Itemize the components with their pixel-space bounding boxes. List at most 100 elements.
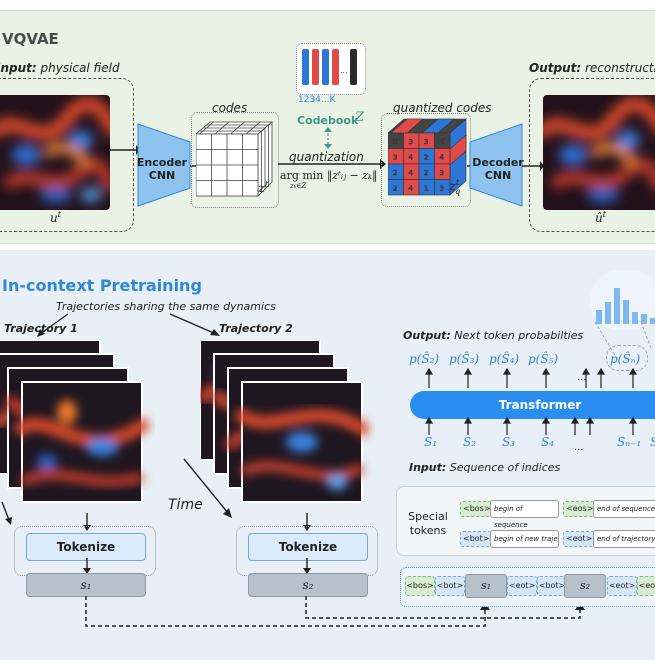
s1-box: s₁ xyxy=(26,573,146,597)
model-input-label: Input: Sequence of indices xyxy=(409,461,561,474)
histogram-callout xyxy=(594,321,652,363)
svg-text:...: ... xyxy=(340,66,348,75)
arrow-tokenize1-s1 xyxy=(83,558,91,574)
time-arrow xyxy=(183,458,232,518)
codebook-numbers: 1234...K xyxy=(298,95,336,105)
quantized-cell-label: 3 xyxy=(409,138,413,146)
quantized-cell-label: 3 xyxy=(440,169,444,177)
encoder-shape xyxy=(137,123,191,207)
seq-s1: s₁ xyxy=(465,574,507,598)
histogram-bar xyxy=(641,314,647,324)
input-s4: S₄ xyxy=(541,435,555,449)
codebook-vectors: ... xyxy=(302,49,357,85)
quantized-cell-label: 2 xyxy=(424,154,428,162)
argmin-expression: arg min ‖zᵗᵢⱼ − zₖ‖ xyxy=(280,169,378,182)
seq-eot-2: <eot> xyxy=(607,576,637,596)
input-field-label: Input: physical field xyxy=(0,61,120,75)
input-sn-1: Sₙ₋₁ xyxy=(617,435,642,449)
arrow-decoder-output xyxy=(522,161,544,171)
quantized-cell-label: 4 xyxy=(409,154,414,162)
input-s1: S₁ xyxy=(424,435,438,449)
input-s2: S₂ xyxy=(463,435,477,449)
prob-ellipsis: ... xyxy=(577,372,587,383)
trajectory2-stack xyxy=(195,339,375,515)
quantized-cell-label: 3 xyxy=(440,185,444,193)
output-field-image xyxy=(543,95,655,210)
token-eot: <eot> xyxy=(563,531,595,547)
trajectory1-label: Trajectory 1 xyxy=(4,322,78,335)
decoder-shape xyxy=(469,123,523,207)
histogram-bar xyxy=(623,300,629,324)
time-label: Time xyxy=(168,497,203,513)
seq-bos: <bos> xyxy=(405,576,435,596)
token-eos: <eos> xyxy=(563,501,595,517)
token-eos-desc: end of sequence xyxy=(593,500,655,518)
argmin-subscript: zₖ∈Z xyxy=(290,182,307,190)
input-dash-box xyxy=(0,78,134,232)
tokenize1-button: Tokenize xyxy=(26,533,146,561)
codebook-label: Codebook xyxy=(297,114,359,127)
shared-note-arrows xyxy=(37,313,220,337)
histogram-bar xyxy=(632,312,638,324)
histogram-bar xyxy=(614,288,620,324)
vqvae-title: VQVAE xyxy=(2,30,59,48)
quantized-cell-label: 1 xyxy=(424,185,428,193)
codes-symbol: zt xyxy=(258,180,269,197)
codebook-arrow xyxy=(324,127,332,149)
quantized-cell-label: 4 xyxy=(440,154,445,162)
quantized-cell-label: 2 xyxy=(393,185,397,193)
quantized-cell-label: 3 xyxy=(393,154,397,162)
encoder-label: Encoder CNN xyxy=(136,156,188,182)
seq-bot-2: <bot> xyxy=(537,576,567,596)
probability-histogram xyxy=(596,288,655,324)
special-tokens-title: Special tokens xyxy=(408,510,448,537)
output-label: Output: reconstructio xyxy=(529,61,655,75)
seq-bot-1: <bot> xyxy=(435,576,465,596)
model-output-label: Output: Next token probabilties xyxy=(403,329,584,342)
token-bot: <bot> xyxy=(460,531,492,547)
quantized-cube: K 3 3 K 3 4 2 4 2 4 2 3 2 4 1 3 xyxy=(388,118,467,196)
prob-s2: p(Ŝ₂) xyxy=(409,352,440,366)
codes-cube xyxy=(196,121,274,197)
codebook-symbol: Z xyxy=(355,110,365,125)
quantized-cell xyxy=(434,179,451,196)
token-bot-desc: begin of new trajectory xyxy=(490,530,559,548)
prob-s4: p(Ŝ₄) xyxy=(489,352,520,366)
output-dash-box xyxy=(529,78,655,232)
codes-label: codes xyxy=(212,101,248,115)
quantized-cell-label: K xyxy=(440,138,445,146)
histogram-bar xyxy=(605,302,611,324)
input-sn: S xyxy=(650,435,655,449)
quantized-label: quantized codes xyxy=(393,101,492,115)
prob-n-highlight xyxy=(606,345,648,371)
transformer-block: Transformer xyxy=(410,391,655,419)
seq-s2: s₂ xyxy=(564,574,606,598)
quantized-cell-label: 4 xyxy=(409,169,414,177)
input-s3: S₃ xyxy=(502,435,516,449)
trajectory2-label: Trajectory 2 xyxy=(219,322,293,335)
quantized-symbol: ztq xyxy=(449,178,461,196)
quantization-label: quantization xyxy=(289,150,364,164)
s2-box: s₂ xyxy=(248,573,368,597)
transformer-input-arrows xyxy=(424,417,638,435)
tokenize2-button: Tokenize xyxy=(248,533,368,561)
quantized-cell-label: 2 xyxy=(393,169,397,177)
quantized-cell-label: K xyxy=(393,138,398,146)
trajectory1-stack xyxy=(0,339,155,515)
input-symbol: ut xyxy=(50,210,61,225)
output-symbol: ût xyxy=(595,210,606,225)
quantized-cell-label: 4 xyxy=(409,185,414,193)
token-bos: <bos> xyxy=(460,501,492,517)
prob-sn: p(Ŝₙ) xyxy=(610,352,641,366)
arrow-tokenize2-s2 xyxy=(303,558,311,574)
token-bos-desc: begin of sequence xyxy=(490,500,559,529)
quantized-cell-label: 2 xyxy=(424,169,428,177)
codes-box xyxy=(191,112,279,208)
token-eot-desc: end of trajectory xyxy=(593,530,655,548)
transformer-output-arrows xyxy=(424,368,638,388)
prob-s3: p(Ŝ₃) xyxy=(449,352,480,366)
decoder-label: Decoder CNN xyxy=(472,156,524,182)
time-arrow-left xyxy=(1,501,12,525)
pretraining-title: In-context Pretraining xyxy=(2,276,202,295)
quantized-cell-label: 3 xyxy=(424,138,428,146)
